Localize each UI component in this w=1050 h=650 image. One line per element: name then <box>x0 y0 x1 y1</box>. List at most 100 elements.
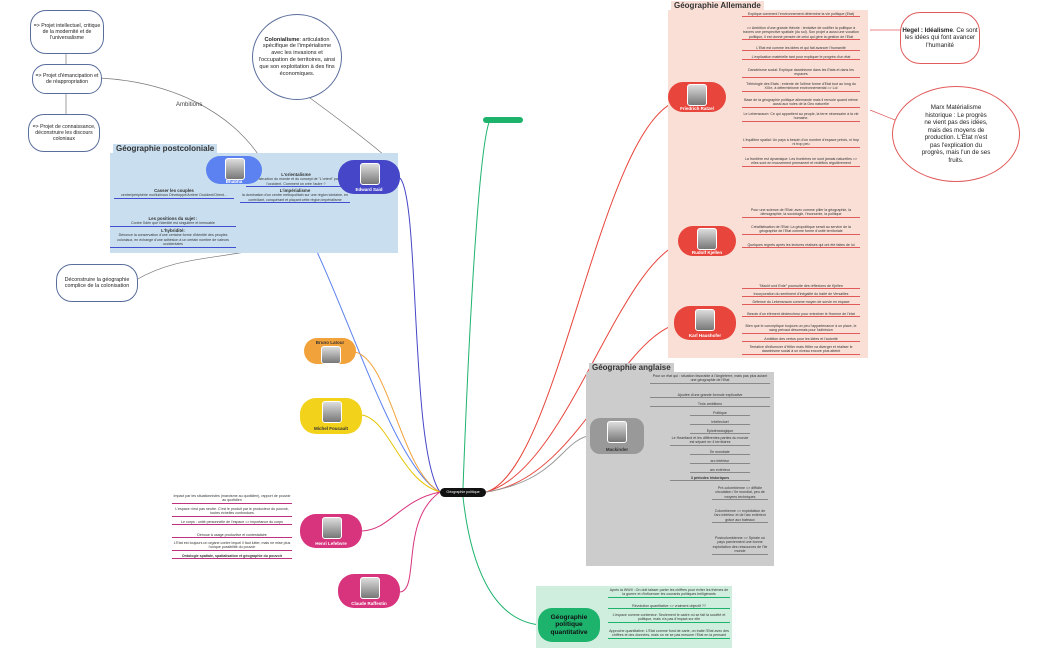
lefebvre-topic-2: L'espace n'est pas neutre. C'est le prod… <box>172 507 292 517</box>
bhabha-name: Bhabha <box>225 179 243 184</box>
haushofer-topic-5: Bien que le conceptique toujours un peu … <box>742 324 860 334</box>
link-marx <box>869 109 896 121</box>
node-lefebvre[interactable]: Henri Lefebvre <box>300 514 362 548</box>
said-topic-2-title: L'impérialisme <box>279 188 311 193</box>
link-root-latour <box>354 351 441 493</box>
lefebvre-topic-6: Ontologie spatiale, spatialisation et gé… <box>172 554 292 560</box>
mackinder-topic-1: Pour un état qui : situation favorable à… <box>650 374 770 384</box>
note-projet-intellectuel-text: => Projet intellectuel, critique de la m… <box>33 23 101 41</box>
mackinder-photo <box>607 421 627 443</box>
mackinder-name: Mackinder <box>605 447 629 452</box>
haushofer-topic-6: Ambition des vertus pour les idées et l'… <box>742 337 860 343</box>
node-kjellen[interactable]: Rudolf Kjellen <box>678 226 736 256</box>
latour-name: Bruno Latour <box>315 340 345 345</box>
panel-allemande: Géographie Allemande <box>668 1 868 358</box>
node-green-top[interactable] <box>483 117 523 123</box>
mackinder-topic-7: Le Heartland et les différentes parties … <box>670 436 750 446</box>
haushofer-photo <box>695 309 715 331</box>
latour-photo <box>321 346 341 364</box>
colonialisme-text: : articulation spécifique de l'impériali… <box>258 36 336 77</box>
node-raffestin[interactable]: Claude Raffestin <box>338 574 400 608</box>
kjellen-topic-3: Quelques regrets après les lectures réal… <box>742 243 860 249</box>
ratzel-photo <box>687 84 707 106</box>
said-name: Edward Said <box>355 187 383 192</box>
note-marx-text: Marx Matérialisme historique : Le progrè… <box>921 104 991 164</box>
kjellen-photo <box>697 228 717 250</box>
mackinder-topic-5: Intellectuel <box>690 420 750 426</box>
colonialisme-title: Colonialisme <box>264 36 300 43</box>
kjellen-topic-2: Créatlistisation de l'Etat: La géopoliti… <box>742 225 860 235</box>
note-deconstruire-text: Déconstruire la géographie complice de l… <box>64 276 130 289</box>
haushofer-topic-2: Incorporation du sentiment d'inégalité d… <box>742 292 860 298</box>
quant-topic-1: Après la WWII : On doit laisser parler l… <box>608 588 730 598</box>
ratzel-topic-8: Le Lebensraum: Ce qui appartient au peup… <box>742 112 860 122</box>
ratzel-topic-2: => Ambition d'une grande théorie : tenta… <box>742 26 860 41</box>
node-haushofer[interactable]: Karl Haushofer <box>674 306 736 340</box>
mackinder-topic-3: Trois ambitions <box>650 402 770 408</box>
ratzel-topic-4: L'explication matérielle tant pour expli… <box>742 55 860 61</box>
link-ambitions <box>99 77 263 161</box>
haushofer-topic-1: "Macht und Erde" poursuite des réflexion… <box>742 284 860 290</box>
lefebvre-topic-4: Dénoue à usage productive et contestatai… <box>172 533 292 539</box>
node-quantitative[interactable]: Géographie politique quantitative <box>538 608 600 642</box>
node-foucault[interactable]: Michel Foucault <box>300 398 362 434</box>
root-node[interactable]: Géographie politique <box>440 488 486 497</box>
note-hegel: Hegel : Idéalisme. Ce sont les idées qui… <box>900 12 980 64</box>
raffestin-photo <box>360 577 380 599</box>
note-projet-intellectuel: => Projet intellectuel, critique de la m… <box>30 10 104 54</box>
said-topic-1-title: L'orientalisme <box>281 172 311 177</box>
bhabha-topic-1-title: Casser les couples <box>154 188 194 193</box>
foucault-photo <box>322 401 342 423</box>
said-photo <box>360 163 380 185</box>
link-root-lefebvre <box>361 491 441 532</box>
node-said[interactable]: Edward Said <box>338 160 400 194</box>
ratzel-topic-3: L'Etat est comme les idées et qui fait a… <box>742 46 860 52</box>
mackinder-topic-8: Île mondiale <box>690 450 750 456</box>
kjellen-topic-1: Pour une science de l'Etat: avec comme p… <box>742 208 860 218</box>
mackinder-topic-10: arc extérieur <box>690 468 750 474</box>
note-projet-connaissance-text: => Projet de connaissance, déconstruire … <box>32 124 96 142</box>
link-deconstruire <box>135 251 246 281</box>
mackinder-topic-2: Ajoutée d'une grande formule explicative <box>650 393 770 399</box>
mackinder-topic-9: arc intérieur <box>690 459 750 465</box>
ratzel-topic-10: La frontière est dynamique: Les frontièr… <box>742 157 860 167</box>
said-topic-2-text: la domination d'un centre métropolitain … <box>242 193 348 202</box>
note-marx: Marx Matérialisme historique : Le progrè… <box>892 86 1020 182</box>
quant-topic-4: Approche quantitative: L'Etat comme fond… <box>608 629 730 639</box>
mackinder-topic-4: Politique <box>690 411 750 417</box>
link-root-mackinder <box>485 434 593 493</box>
mackinder-topic-11: 3 périodes historiques <box>670 476 750 482</box>
ratzel-topic-9: L'équilibre spatial: Un pays à besoin d'… <box>742 138 860 148</box>
ratzel-topic-1: Explique comment l'environnement détermi… <box>742 12 860 18</box>
hegel-text: . Ce sont les idées qui font avancer l'h… <box>904 26 978 49</box>
lefebvre-photo <box>322 517 342 539</box>
node-latour[interactable]: Bruno Latour <box>304 338 356 364</box>
ratzel-name: Friedrich Ratzel <box>680 106 714 111</box>
lefebvre-topic-3: Le corps : unité personnelle de l'espace… <box>172 520 292 526</box>
panel-anglaise-title: Géographie anglaise <box>589 363 674 372</box>
quant-topic-2: Révolution quantitative => vraiment obje… <box>608 604 730 610</box>
bhabha-topic-1-text: centre/périphérie moi/lui/nous Développé… <box>120 193 228 198</box>
bhabha-topic-2: Les positions du sujet :Contre l'idée qu… <box>110 216 236 227</box>
mackinder-topic-14: Postcolombienne => Spirale où pays parvi… <box>712 536 768 555</box>
foucault-name: Michel Foucault <box>313 426 348 431</box>
bhabha-topic-3-text: Dénonce la conservation d'une certaine f… <box>117 233 229 247</box>
link-root-kjellen <box>485 239 691 493</box>
mackinder-topic-13: Colombienne => exploitation de l'arc int… <box>712 509 768 524</box>
panel-anglaise: Géographie anglaise <box>586 363 774 566</box>
node-mackinder[interactable]: Mackinder <box>590 418 644 454</box>
kjellen-name: Rudolf Kjellen <box>691 250 723 255</box>
ratzel-topic-7: Base de la géographie politique allemand… <box>742 98 860 108</box>
mackinder-topic-12: Pré-colombienne => difficile circulation… <box>712 486 768 501</box>
raffestin-name: Claude Raffestin <box>351 601 387 606</box>
note-colonialisme: Colonialisme: articulation spécifique de… <box>252 14 342 100</box>
link-root-ratzel <box>485 99 681 493</box>
node-ratzel[interactable]: Friedrich Ratzel <box>668 82 726 112</box>
link-root-raffestin <box>399 491 441 593</box>
node-bhabha[interactable]: Bhabha <box>206 156 262 184</box>
note-projet-emancipation-text: => Projet d'émancipation et de réappropr… <box>35 73 99 85</box>
